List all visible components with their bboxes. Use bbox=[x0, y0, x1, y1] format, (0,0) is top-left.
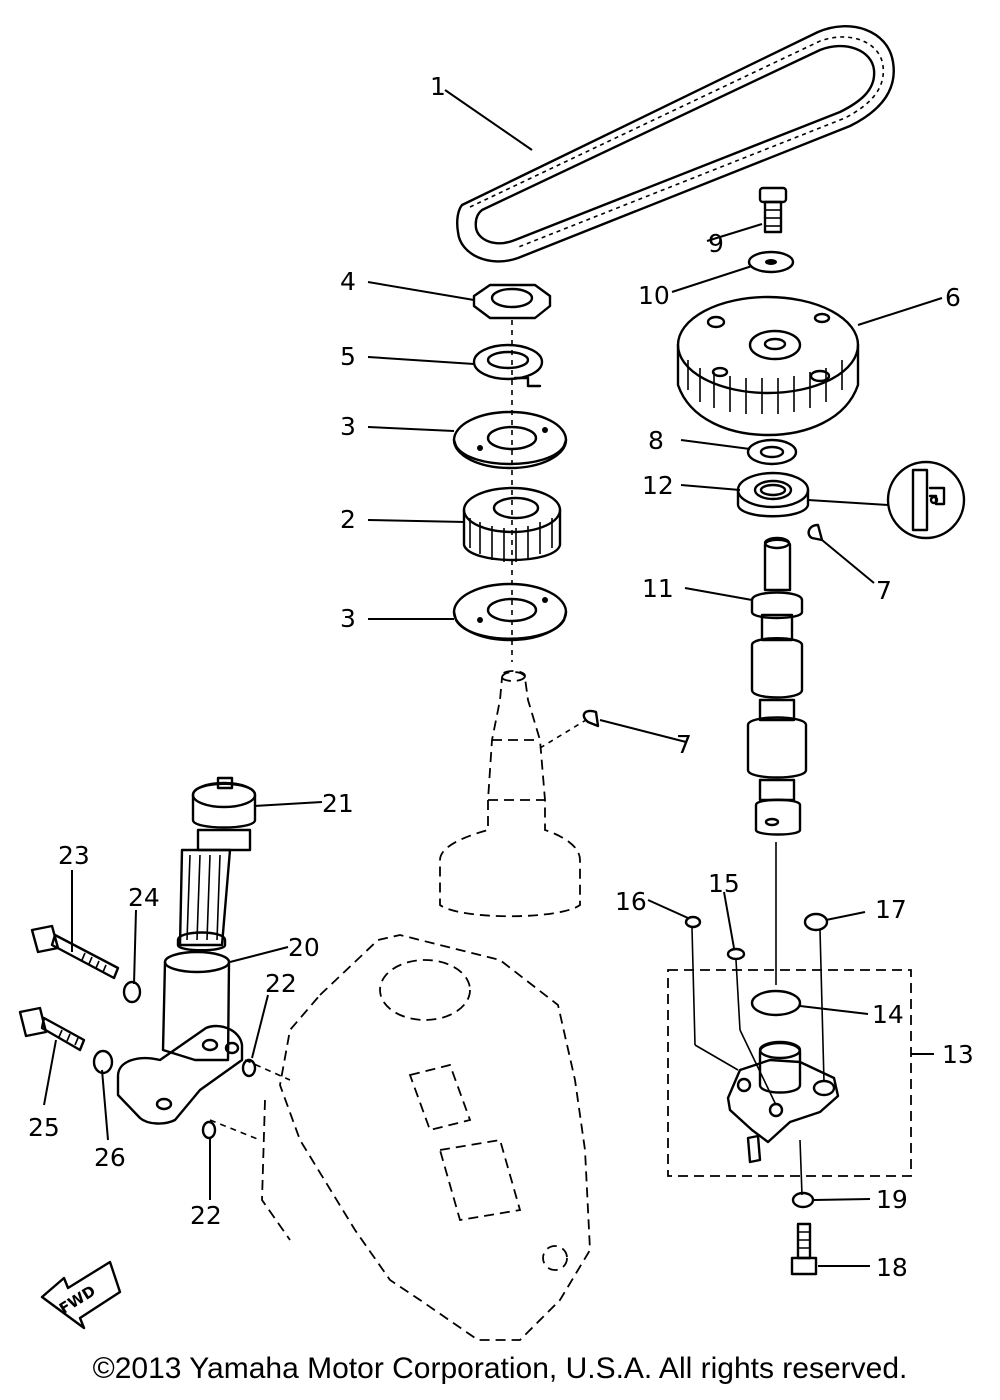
washer-26 bbox=[92, 1049, 114, 1075]
callout-3-upper: 3 bbox=[340, 412, 356, 441]
callout-8: 8 bbox=[648, 426, 664, 455]
callout-7-lower: 7 bbox=[676, 730, 692, 759]
leader-lines bbox=[43, 89, 943, 1267]
washer-8 bbox=[746, 438, 798, 466]
forward-direction-arrow: FWD bbox=[40, 1260, 122, 1330]
callout-16: 16 bbox=[615, 887, 647, 916]
callout-26: 26 bbox=[94, 1143, 126, 1172]
callout-17: 17 bbox=[875, 895, 907, 924]
timing-belt bbox=[456, 25, 895, 263]
bolt-9 bbox=[758, 186, 788, 234]
o-ring-22-lower bbox=[201, 1120, 217, 1140]
lock-washer-5 bbox=[472, 343, 544, 388]
crankshaft-outline bbox=[439, 670, 581, 918]
callout-4: 4 bbox=[340, 267, 356, 296]
copyright-notice: ©2013 Yamaha Motor Corporation, U.S.A. A… bbox=[92, 1352, 908, 1385]
bolt-23 bbox=[30, 924, 120, 980]
nut-4 bbox=[472, 283, 552, 320]
washer-10 bbox=[747, 250, 795, 274]
plate-3-upper bbox=[452, 410, 568, 470]
callout-2: 2 bbox=[340, 505, 356, 534]
callout-24: 24 bbox=[128, 883, 160, 912]
oil-filter-21 bbox=[176, 776, 257, 952]
bolt-18 bbox=[790, 1222, 818, 1276]
seal-15 bbox=[726, 947, 746, 961]
callout-10: 10 bbox=[638, 281, 670, 310]
callout-labels: 1 4 5 3 2 3 7 7 6 9 10 8 12 11 21 23 24 … bbox=[28, 72, 974, 1282]
callout-18: 18 bbox=[876, 1253, 908, 1282]
woodruff-key-lower bbox=[582, 709, 600, 728]
oil-seal-12 bbox=[736, 471, 810, 518]
callout-7-upper: 7 bbox=[876, 576, 892, 605]
callout-15: 15 bbox=[708, 869, 740, 898]
callout-11: 11 bbox=[642, 574, 674, 603]
cylinder-block-outline bbox=[261, 934, 591, 1341]
camshaft-pulley bbox=[676, 295, 860, 437]
seal-detail-inset bbox=[807, 460, 966, 540]
callout-19: 19 bbox=[876, 1185, 908, 1214]
callout-5: 5 bbox=[340, 342, 356, 371]
callout-23: 23 bbox=[58, 841, 90, 870]
oil-pump-group-box bbox=[667, 969, 912, 1177]
callout-21: 21 bbox=[322, 789, 354, 818]
callout-9: 9 bbox=[708, 229, 724, 258]
callout-25: 25 bbox=[28, 1113, 60, 1142]
plate-3-lower bbox=[452, 582, 568, 642]
woodruff-key-upper bbox=[807, 523, 824, 542]
callout-12: 12 bbox=[642, 471, 674, 500]
fwd-label: FWD bbox=[56, 1282, 99, 1318]
oil-pump-body bbox=[726, 1040, 840, 1164]
filter-bracket-20 bbox=[116, 950, 244, 1125]
camshaft bbox=[746, 536, 808, 836]
callout-1: 1 bbox=[430, 72, 446, 101]
seal-17 bbox=[803, 912, 829, 932]
callout-22-upper: 22 bbox=[265, 969, 297, 998]
callout-22-lower: 22 bbox=[190, 1201, 222, 1230]
washer-19 bbox=[791, 1191, 815, 1209]
callout-20: 20 bbox=[288, 933, 320, 962]
callout-6: 6 bbox=[945, 283, 961, 312]
callout-13: 13 bbox=[942, 1040, 974, 1069]
callout-3-lower: 3 bbox=[340, 604, 356, 633]
o-ring-22-upper bbox=[241, 1058, 257, 1078]
seal-16 bbox=[684, 915, 702, 929]
washer-24 bbox=[122, 980, 142, 1004]
callout-14: 14 bbox=[872, 1000, 904, 1029]
o-ring-14 bbox=[750, 989, 802, 1017]
bolt-25 bbox=[18, 1006, 86, 1052]
